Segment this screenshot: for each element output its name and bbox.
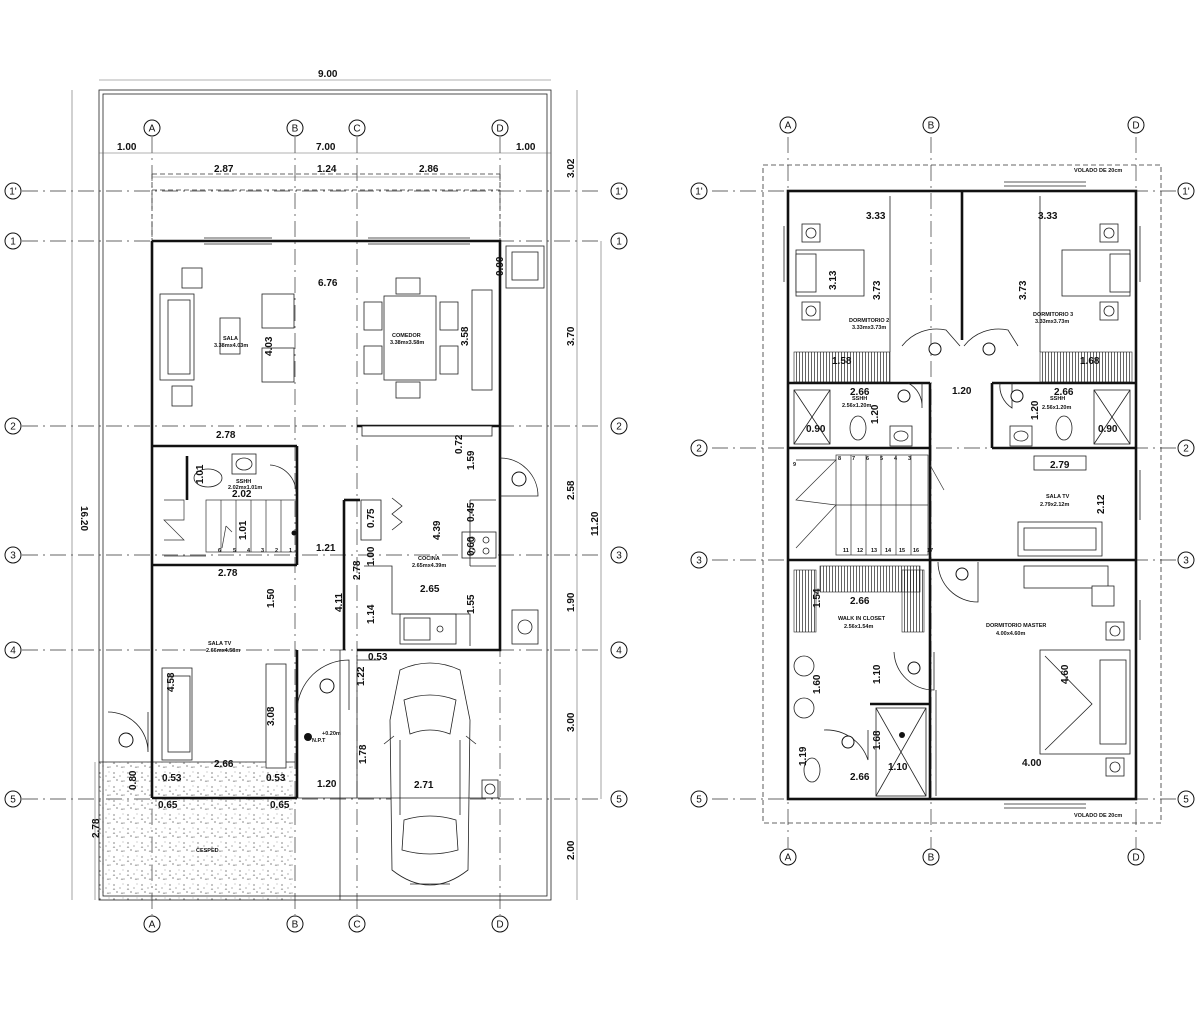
svg-text:C: C	[353, 124, 360, 135]
svg-text:3: 3	[616, 551, 622, 562]
svg-text:D: D	[496, 124, 503, 135]
gf-axis-right-4: 4	[610, 641, 628, 659]
svg-text:D: D	[496, 920, 503, 931]
svg-text:5: 5	[1183, 795, 1189, 806]
uf-axis-right-0: 1'	[1177, 182, 1195, 200]
svg-text:C: C	[353, 920, 360, 931]
ground-floor-plan: +0.20m N.P.T	[22, 79, 602, 915]
gf-axis-left-1: 1	[4, 232, 22, 250]
gf-axis-top-B: B	[286, 119, 304, 137]
uf-axis-top-A: A	[779, 116, 797, 134]
gf-axis-right-5: 5	[610, 790, 628, 808]
svg-text:B: B	[292, 124, 299, 135]
gf-axis-left-5: 5	[4, 790, 22, 808]
gf-axis-right-3: 3	[610, 546, 628, 564]
svg-text:3: 3	[696, 556, 702, 567]
uf-axis-top-D: D	[1127, 116, 1145, 134]
gf-axis-left-0: 1'	[4, 182, 22, 200]
uf-axis-right-2: 3	[1177, 551, 1195, 569]
gf-toilet	[193, 468, 223, 488]
gf-dimension-lines	[71, 79, 602, 900]
svg-text:1': 1'	[695, 187, 703, 198]
uf-axis-left-2: 3	[690, 551, 708, 569]
svg-text:2: 2	[696, 444, 702, 455]
uf-axis-bottom-A: A	[779, 848, 797, 866]
svg-text:4: 4	[10, 646, 16, 657]
gf-car-icon	[383, 662, 477, 886]
upper-floor-plan	[712, 137, 1178, 848]
svg-text:D: D	[1132, 121, 1139, 132]
svg-text:3: 3	[10, 551, 16, 562]
uf-axis-bottom-D: D	[1127, 848, 1145, 866]
gf-axis-bottom-B: B	[286, 915, 304, 933]
svg-text:B: B	[292, 920, 299, 931]
uf-axis-bottom-B: B	[922, 848, 940, 866]
svg-text:5: 5	[696, 795, 702, 806]
uf-axis-right-3: 5	[1177, 790, 1195, 808]
gf-level-marker-icon	[304, 733, 312, 741]
gf-axis-top-A: A	[143, 119, 161, 137]
gf-axis-right-0: 1'	[610, 182, 628, 200]
gf-tv-stand	[265, 663, 287, 769]
svg-text:1: 1	[616, 237, 622, 248]
svg-text:1': 1'	[615, 187, 623, 198]
uf-staircase	[795, 454, 945, 556]
svg-text:1': 1'	[1182, 187, 1190, 198]
svg-text:3: 3	[1183, 556, 1189, 567]
gf-level-mark: +0.20m	[322, 731, 341, 737]
svg-text:1': 1'	[9, 187, 17, 198]
gf-axis-right-2: 2	[610, 417, 628, 435]
svg-text:B: B	[928, 853, 935, 864]
gf-axis-left-2: 2	[4, 417, 22, 435]
svg-text:5: 5	[10, 795, 16, 806]
uf-axis-right-1: 2	[1177, 439, 1195, 457]
svg-text:D: D	[1132, 853, 1139, 864]
svg-text:A: A	[149, 124, 156, 135]
svg-text:A: A	[149, 920, 156, 931]
gf-axis-left-4: 4	[4, 641, 22, 659]
uf-walls	[786, 189, 1138, 801]
svg-text:2: 2	[10, 422, 16, 433]
svg-text:5: 5	[616, 795, 622, 806]
uf-axis-top-B: B	[922, 116, 940, 134]
gf-axis-right-1: 1	[610, 232, 628, 250]
gf-lot-boundary	[98, 89, 552, 901]
gf-coffee-table	[219, 317, 241, 355]
uf-axis-left-0: 1'	[690, 182, 708, 200]
gf-level-label: N.P.T	[312, 738, 326, 744]
gf-axis-top-C: C	[348, 119, 366, 137]
uf-axis-left-1: 2	[690, 439, 708, 457]
svg-text:4: 4	[616, 646, 622, 657]
gf-sideboard	[471, 289, 493, 391]
uf-axis-left-3: 5	[690, 790, 708, 808]
gf-axis-top-D: D	[491, 119, 509, 137]
gf-dining-table	[383, 295, 437, 381]
gf-kitchen-counter	[360, 497, 497, 646]
gf-garden-area	[99, 762, 295, 900]
gf-axis-bottom-D: D	[491, 915, 509, 933]
gf-axis-bottom-A: A	[143, 915, 161, 933]
svg-text:B: B	[928, 121, 935, 132]
svg-text:A: A	[785, 121, 792, 132]
svg-text:A: A	[785, 853, 792, 864]
svg-text:2: 2	[1183, 444, 1189, 455]
gf-axis-bottom-C: C	[348, 915, 366, 933]
gf-staircase	[163, 499, 297, 557]
gf-axis-left-3: 3	[4, 546, 22, 564]
svg-text:2: 2	[616, 422, 622, 433]
svg-text:1: 1	[10, 237, 16, 248]
